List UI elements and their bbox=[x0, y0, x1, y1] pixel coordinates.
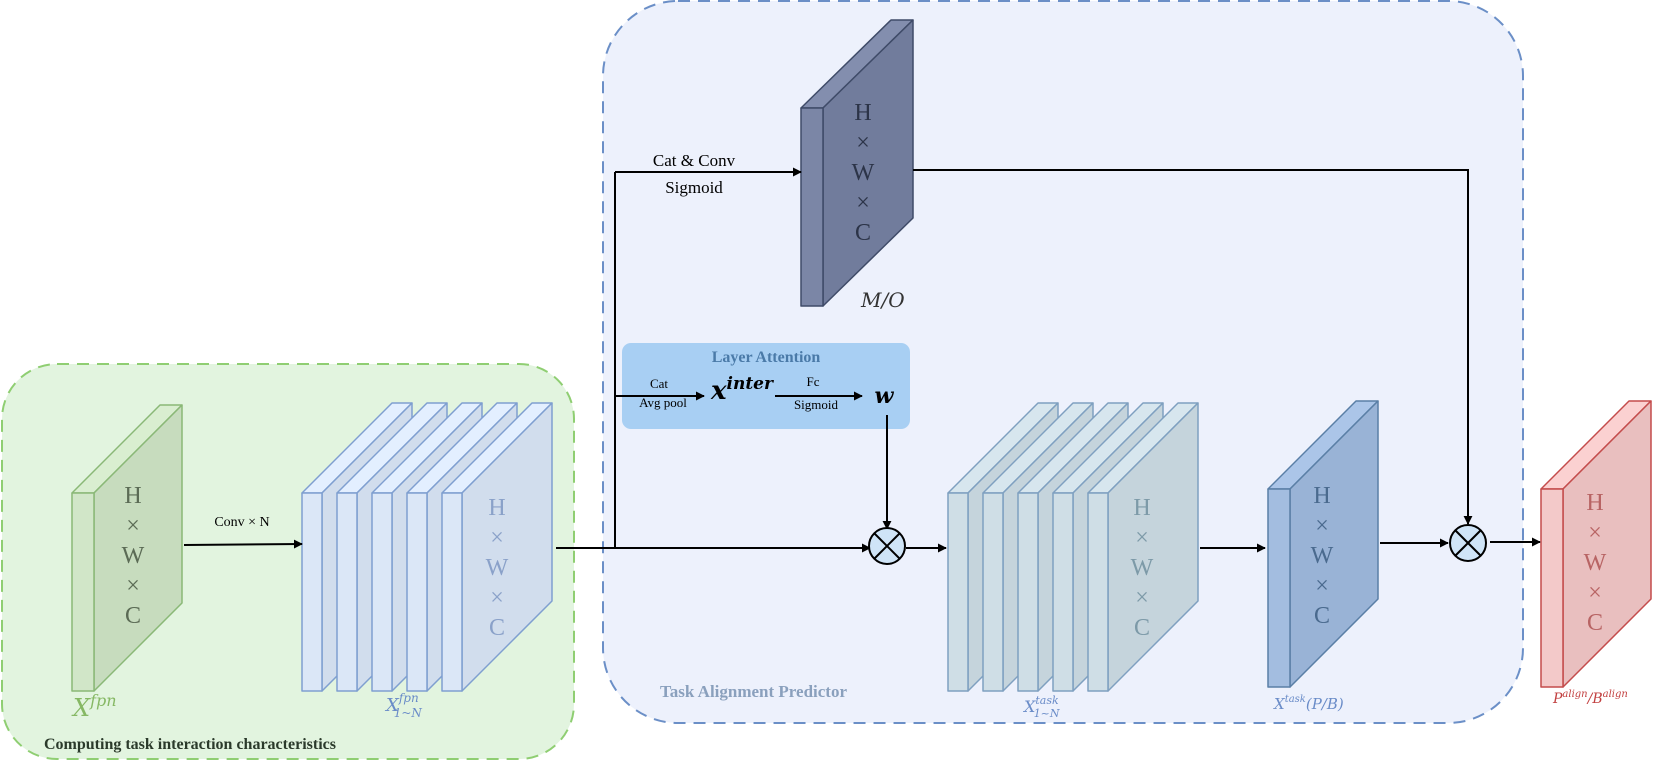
block-x-task-stack-layer-1-front bbox=[982, 492, 1004, 692]
block-mo-dim-0: H bbox=[854, 100, 871, 126]
label-sigmoid-la: Sigmoid bbox=[794, 397, 839, 412]
block-x-fpn-dim-1: × bbox=[126, 513, 140, 539]
block-mo-dim-4: C bbox=[855, 220, 871, 246]
block-x-task-stack-layer-0-front bbox=[947, 492, 969, 692]
block-x-fpn-dim-3: × bbox=[126, 573, 140, 599]
predictor-title: Task Alignment Predictor bbox=[660, 682, 847, 701]
block-x-task-stack-layer-2-front bbox=[1017, 492, 1039, 692]
block-x-fpn-front bbox=[71, 492, 95, 692]
label-x-inter: xinter bbox=[710, 374, 774, 406]
block-x-task-pb-dim-1: × bbox=[1315, 513, 1329, 539]
block-x-task-pb-dim-3: × bbox=[1315, 573, 1329, 599]
label-cat-conv: Cat & Conv bbox=[653, 151, 736, 170]
block-x-fpn-dim-0: H bbox=[124, 483, 141, 509]
block-x-fpn-stack-dim-0: H bbox=[488, 495, 505, 521]
block-x-task-stack-dim-1: × bbox=[1135, 525, 1149, 551]
block-p-align-front bbox=[1540, 488, 1564, 688]
block-x-fpn-dim-4: C bbox=[125, 603, 141, 629]
block-x-fpn-stack-layer-1-front bbox=[336, 492, 358, 692]
block-x-task-pb-dim-0: H bbox=[1313, 483, 1330, 509]
block-p-align-dim-4: C bbox=[1587, 610, 1603, 636]
block-x-fpn-stack-dim-2: W bbox=[486, 555, 509, 581]
block-mo-dim-2: W bbox=[852, 160, 875, 186]
feature-blocks: H × W × C H × W × C H × W × C H × W × C H × W × C H × W × C bbox=[71, 19, 1652, 692]
block-x-task-pb-front bbox=[1267, 488, 1291, 688]
label-w: w bbox=[875, 383, 895, 409]
block-p-align-dim-0: H bbox=[1586, 490, 1603, 516]
connectors bbox=[183, 167, 1541, 553]
block-mo-dim-3: × bbox=[856, 190, 870, 216]
block-x-task-pb-dim-4: C bbox=[1314, 603, 1330, 629]
label-mo: M/O bbox=[860, 288, 905, 312]
label-conv-n: Conv × N bbox=[214, 515, 269, 530]
block-p-align-dim-2: W bbox=[1584, 550, 1607, 576]
layer-attention-title: Layer Attention bbox=[712, 349, 821, 366]
block-x-fpn-stack-dim-4: C bbox=[489, 615, 505, 641]
multiply-circle-icon bbox=[868, 527, 906, 565]
block-x-fpn-stack-layer-4-front bbox=[441, 492, 463, 692]
label-p-align: Palign/Balign bbox=[1552, 689, 1628, 707]
block-x-task-pb-dim-2: W bbox=[1311, 543, 1334, 569]
block-p-align-dim-1: × bbox=[1588, 520, 1602, 546]
block-p-align-dim-3: × bbox=[1588, 580, 1602, 606]
arrow-conv-n bbox=[183, 539, 303, 549]
label-sigmoid-top: Sigmoid bbox=[665, 178, 723, 197]
block-mo-front bbox=[800, 107, 824, 307]
label-fc: Fc bbox=[807, 374, 820, 389]
arrow-mo-to-multiply bbox=[913, 169, 1473, 525]
block-x-task-stack-dim-0: H bbox=[1133, 495, 1150, 521]
region-layer-attention bbox=[622, 343, 910, 429]
multiply-circle-icon bbox=[1449, 524, 1487, 562]
computing-title: Computing task interaction characteristi… bbox=[44, 736, 336, 753]
label-x-fpn: Xfpn bbox=[71, 691, 117, 722]
block-x-task-stack-dim-2: W bbox=[1131, 555, 1154, 581]
block-x-task-stack-dim-4: C bbox=[1134, 615, 1150, 641]
block-x-fpn-dim-2: W bbox=[122, 543, 145, 569]
block-x-fpn-stack-layer-3-front bbox=[406, 492, 428, 692]
block-x-fpn-stack-layer-0-front bbox=[301, 492, 323, 692]
label-cat: Cat bbox=[650, 376, 668, 391]
block-x-task-stack-layer-3-front bbox=[1052, 492, 1074, 692]
label-x-task-pb: Xtask(P/B) bbox=[1273, 694, 1344, 713]
label-avg-pool: Avg pool bbox=[639, 395, 687, 410]
block-x-fpn-stack-dim-1: × bbox=[490, 525, 504, 551]
block-x-fpn-stack-layer-2-front bbox=[371, 492, 393, 692]
block-x-fpn-stack-dim-3: × bbox=[490, 585, 504, 611]
block-mo-dim-1: × bbox=[856, 130, 870, 156]
block-x-task-stack-layer-4-front bbox=[1087, 492, 1109, 692]
block-x-task-stack-dim-3: × bbox=[1135, 585, 1149, 611]
